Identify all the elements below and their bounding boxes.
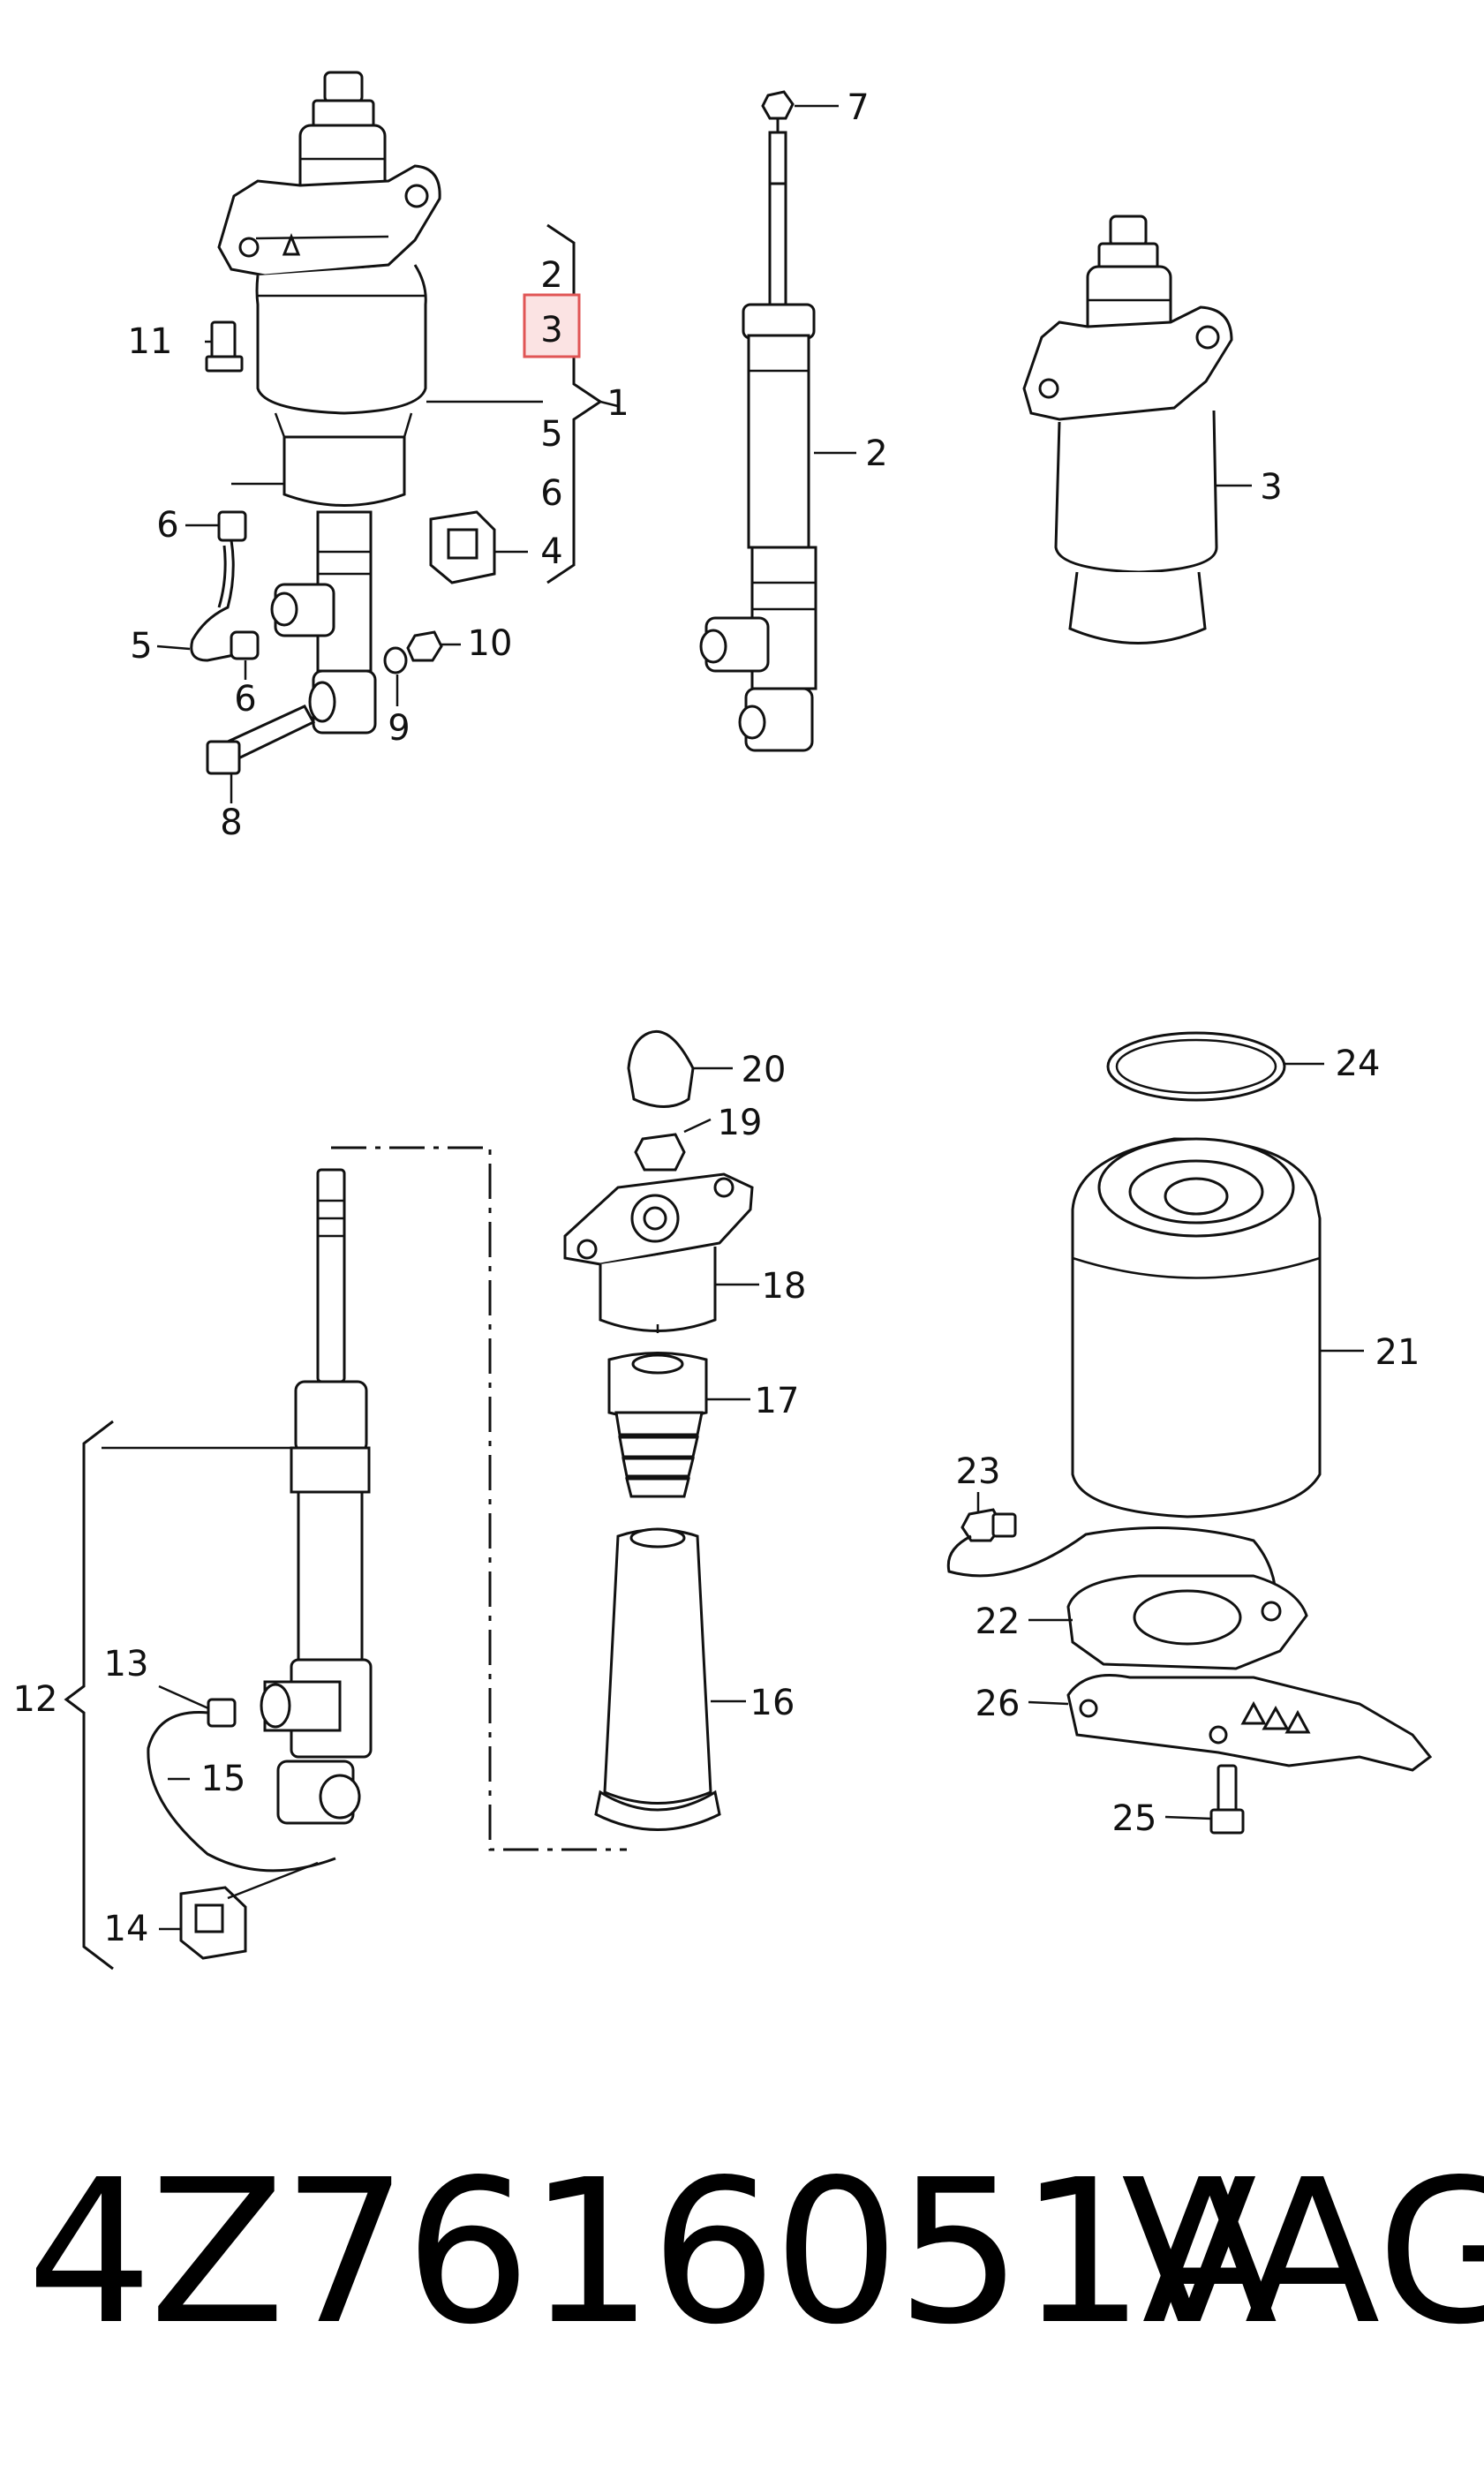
callout-13[interactable]: 13 xyxy=(104,1644,149,1684)
callout-26[interactable]: 26 xyxy=(976,1684,1021,1724)
callout-7[interactable]: 7 xyxy=(847,87,869,128)
air-spring-module-illustration xyxy=(1022,215,1252,644)
brand-name: VAG xyxy=(1121,2137,1484,2369)
callout-20[interactable]: 20 xyxy=(742,1050,787,1090)
callout-6a[interactable]: 6 xyxy=(540,473,562,514)
callout-12[interactable]: 12 xyxy=(13,1679,58,1720)
top-mount-kit-illustration xyxy=(563,1030,759,1831)
callout-4[interactable]: 4 xyxy=(540,531,562,572)
callout-6b[interactable]: 6 xyxy=(156,505,178,546)
callout-5b[interactable]: 5 xyxy=(130,626,152,667)
callout-15[interactable]: 15 xyxy=(201,1759,246,1799)
callout-14[interactable]: 14 xyxy=(104,1909,149,1949)
callout-2a[interactable]: 2 xyxy=(540,255,562,296)
callout-8[interactable]: 8 xyxy=(220,803,242,843)
callout-10[interactable]: 10 xyxy=(468,623,513,664)
callout-22[interactable]: 22 xyxy=(976,1601,1021,1642)
callout-16[interactable]: 16 xyxy=(750,1683,795,1723)
strut-assembly-illustration xyxy=(156,71,619,803)
callout-24[interactable]: 24 xyxy=(1336,1044,1381,1084)
callout-25[interactable]: 25 xyxy=(1112,1798,1157,1839)
callout-9[interactable]: 9 xyxy=(388,708,410,749)
part-number: 4Z7616051A xyxy=(26,2137,1277,2369)
damper-with-sensor-illustration xyxy=(64,1146,627,1971)
callout-11[interactable]: 11 xyxy=(128,321,173,362)
callout-2b[interactable]: 2 xyxy=(865,433,887,474)
callout-3b[interactable]: 3 xyxy=(1260,467,1282,508)
callout-1[interactable]: 1 xyxy=(606,383,629,424)
callout-18[interactable]: 18 xyxy=(762,1266,807,1307)
callout-3a[interactable]: 3 xyxy=(540,310,562,350)
callout-labels: 2 3 1 5 6 4 11 6 5 6 10 9 8 7 2 3 20 19 … xyxy=(13,87,1420,1949)
callout-5a[interactable]: 5 xyxy=(540,414,562,455)
air-bellows-illustration xyxy=(946,1031,1433,1835)
callout-21[interactable]: 21 xyxy=(1375,1332,1420,1373)
highlight-box xyxy=(523,293,581,358)
callout-23[interactable]: 23 xyxy=(956,1451,1001,1492)
callout-19[interactable]: 19 xyxy=(718,1103,763,1143)
shock-absorber-illustration xyxy=(699,90,856,752)
callout-6c[interactable]: 6 xyxy=(234,679,256,720)
exploded-parts-diagram: 2 3 1 5 6 4 11 6 5 6 10 9 8 7 2 3 20 19 … xyxy=(13,71,1433,1971)
callout-17[interactable]: 17 xyxy=(755,1381,800,1421)
